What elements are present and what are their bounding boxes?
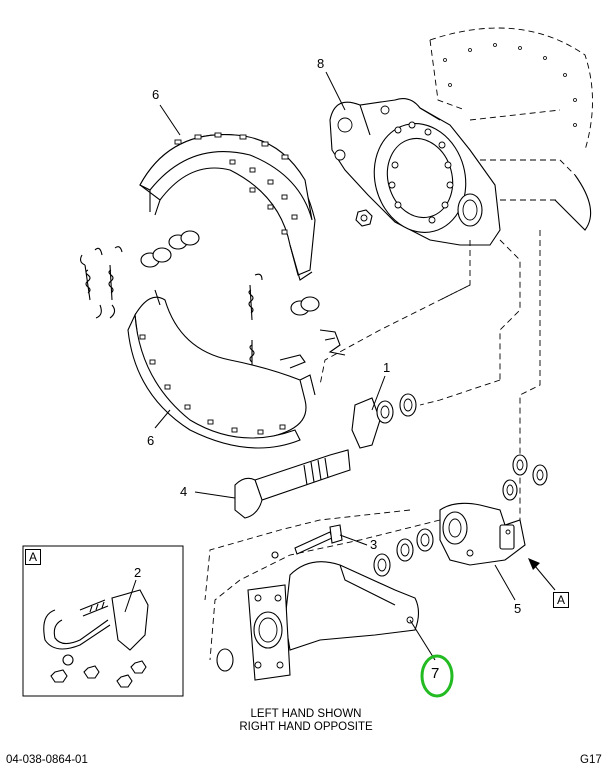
doc-number: 04-038-0864-01 — [6, 754, 88, 766]
detail-a-marker: A — [25, 549, 41, 565]
brake-shoe-upper — [139, 132, 316, 281]
detail-a-frame — [22, 545, 184, 697]
callout-5: 5 — [514, 601, 522, 616]
callout-7: 7 — [431, 665, 440, 682]
callout-6-lower: 6 — [147, 433, 155, 448]
rollers — [140, 230, 320, 316]
caption-line-2: RIGHT HAND OPPOSITE — [239, 721, 373, 733]
bracket-seal-ring — [216, 648, 234, 672]
alignment-lines — [204, 109, 561, 661]
caption-line-1: LEFT HAND SHOWN — [250, 708, 362, 720]
brake-shoe-lower — [127, 289, 316, 449]
leader-lines — [124, 71, 516, 661]
mounting-bolt — [271, 524, 343, 559]
washers-right — [502, 454, 548, 501]
retainer-clips — [279, 329, 346, 369]
washers-left — [373, 528, 434, 577]
page-code: G17 — [580, 754, 602, 766]
detail-a-clamp — [43, 589, 149, 688]
chamber-bracket — [247, 561, 420, 681]
callout-2: 2 — [134, 565, 142, 580]
callout-4: 4 — [180, 484, 188, 499]
view-a-arrow — [528, 558, 556, 591]
callout-8: 8 — [317, 56, 325, 71]
camshaft — [234, 449, 351, 519]
callout-6-upper: 6 — [152, 87, 160, 102]
highlight-ring — [420, 654, 454, 698]
brake-spider — [329, 98, 501, 246]
slack-adjuster — [439, 502, 526, 566]
dust-shield — [429, 27, 593, 231]
cam-bushing-set — [351, 393, 417, 449]
callout-3: 3 — [370, 537, 378, 552]
callout-1: 1 — [383, 360, 391, 375]
view-a-marker: A — [553, 592, 569, 608]
